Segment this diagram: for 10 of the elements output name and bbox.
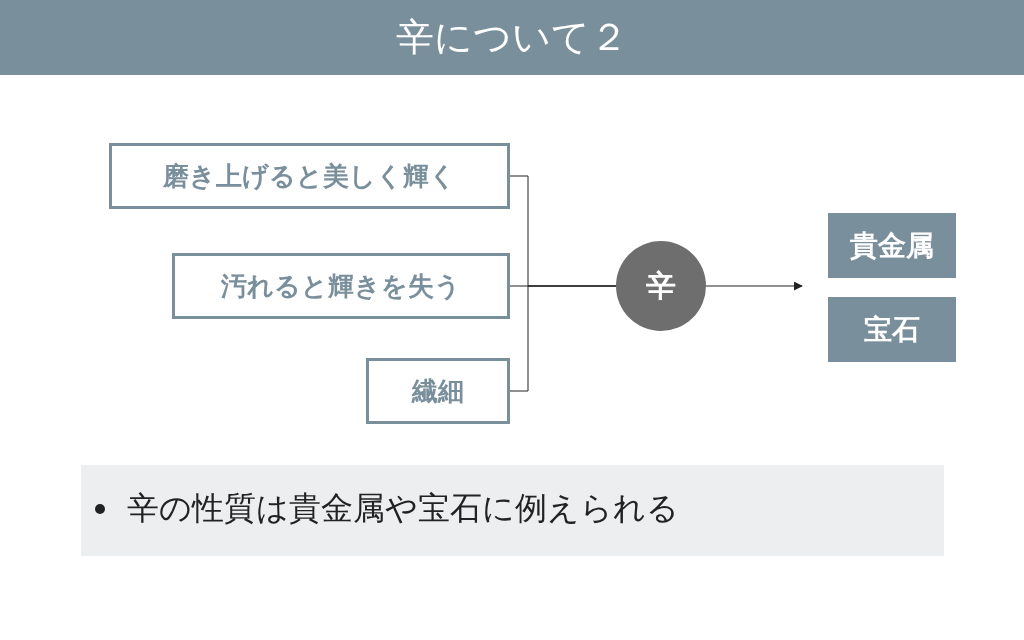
note-text: 辛の性質は貴金属や宝石に例えられる [127, 488, 679, 529]
category-box: 貴金属 [828, 213, 956, 278]
text-box: 磨き上げると美しく輝く [109, 143, 510, 209]
category-box: 宝石 [828, 297, 956, 362]
text-box: 繊細 [366, 358, 510, 424]
title: 辛について２ [396, 14, 628, 61]
text-box: 汚れると輝きを失う [172, 253, 510, 319]
circle-node: 辛 [616, 241, 706, 331]
connector-line [509, 285, 617, 392]
arrow [705, 281, 803, 291]
